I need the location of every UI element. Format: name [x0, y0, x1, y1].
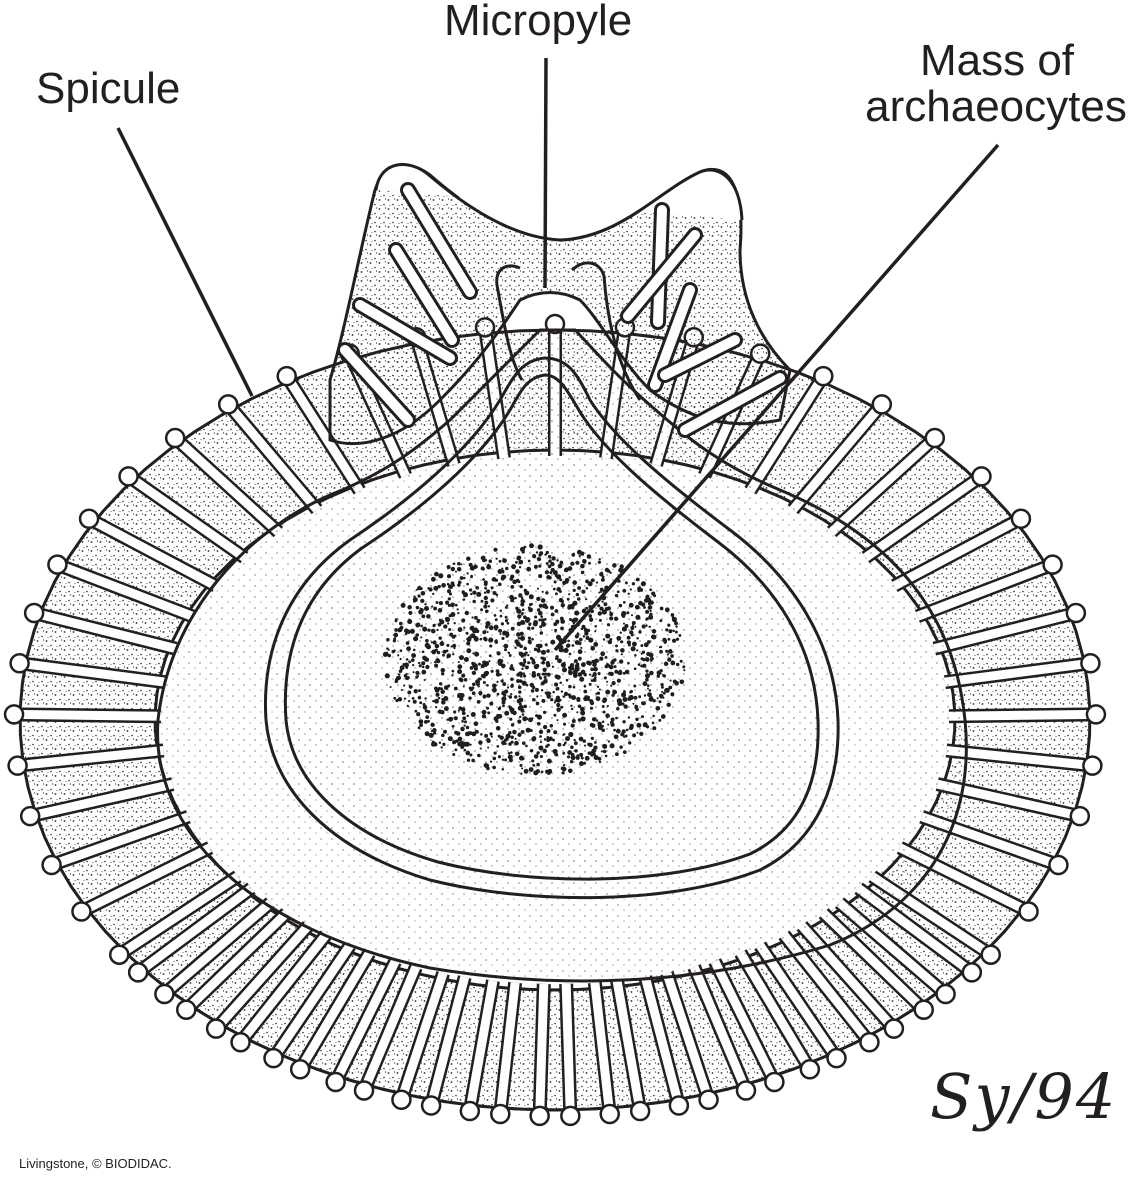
ring-spicule: [559, 983, 581, 1127]
ring-spicule: [744, 365, 834, 495]
ring-spicule: [289, 949, 376, 1080]
archaeocytes-leader: [553, 143, 1000, 652]
ring-spicule: [109, 870, 242, 965]
ring-spicule: [734, 949, 821, 1080]
ring-spicule: [230, 930, 332, 1053]
ring-spicule: [47, 554, 196, 623]
ring-spicule: [164, 427, 284, 538]
collar-spicule: [337, 342, 416, 428]
ring-spicule: [914, 554, 1063, 623]
ring-spicule: [276, 365, 366, 495]
collar-spicule: [620, 227, 703, 324]
ring-spicule: [932, 602, 1087, 656]
collar-spicule: [388, 242, 460, 348]
ring-spicule: [948, 704, 1107, 725]
ring-spicule: [529, 983, 551, 1127]
artist-signature: Sy/94: [930, 1060, 1118, 1133]
micropyle-leader: [543, 57, 548, 289]
ring-spicule: [687, 964, 757, 1101]
ring-spicule: [891, 508, 1032, 593]
ring-spicule: [71, 841, 214, 922]
micropyle-collar-top: [374, 163, 744, 242]
ring-spicule: [945, 743, 1103, 776]
ring-spicule: [787, 394, 893, 515]
mass-of-archaeocytes-label: Mass of archaeocytes: [846, 38, 1141, 130]
ring-spicule: [587, 981, 620, 1125]
ring-spicule: [127, 882, 256, 983]
ring-spicule: [826, 427, 946, 538]
ring-spicule: [459, 979, 500, 1122]
collar-spicule: [657, 332, 743, 383]
collar-spicule: [677, 370, 788, 438]
ring-spicule: [325, 958, 402, 1093]
micropyle-canal: [495, 264, 524, 381]
ring-spicule: [78, 508, 219, 593]
ring-spicule: [944, 652, 1101, 690]
ring-spicule: [490, 981, 523, 1125]
collar-spicule: [352, 297, 458, 366]
ring-spicule: [205, 921, 314, 1039]
collar-spicules: [337, 182, 788, 438]
micropyle-canal-right: [570, 261, 642, 401]
credit-line: Livingstone, © BIODIDAC.: [19, 1156, 172, 1171]
ring-spicule: [7, 743, 165, 776]
ring-spicule: [353, 964, 423, 1101]
ring-spicule: [420, 975, 472, 1116]
ring-spicule: [19, 777, 175, 827]
ring-spicule: [391, 970, 450, 1110]
micropyle-label: Micropyle: [444, 0, 633, 45]
mass-label-line-1: Mass of: [919, 36, 1075, 85]
ring-spicule: [610, 979, 651, 1122]
archaeocyte-mass: [382, 543, 686, 776]
inner-membrane-inner: [283, 373, 820, 881]
ring-spicule: [9, 652, 166, 690]
ring-spicule: [660, 970, 719, 1110]
ring-spicule: [638, 975, 690, 1116]
spicule-leader: [116, 127, 254, 397]
ring-spicule: [3, 704, 162, 725]
spicule-label: Spicule: [36, 64, 181, 113]
ring-spicule: [176, 908, 292, 1021]
ring-spicule: [154, 897, 276, 1005]
ring-spicule: [263, 941, 356, 1069]
mass-label-line-2: archaeocytes: [865, 82, 1127, 131]
ring-spicule: [23, 602, 178, 656]
ring-spicule: [861, 466, 992, 564]
collar-spicule: [400, 182, 478, 300]
inner-membrane-outer: [264, 356, 840, 900]
ring-spicule: [41, 810, 191, 876]
ring-spicule: [118, 466, 249, 564]
spicule-ring: [3, 313, 1107, 1127]
ring-spicule: [754, 941, 847, 1069]
ring-spicule: [708, 958, 785, 1093]
ring-spicule: [217, 394, 323, 515]
